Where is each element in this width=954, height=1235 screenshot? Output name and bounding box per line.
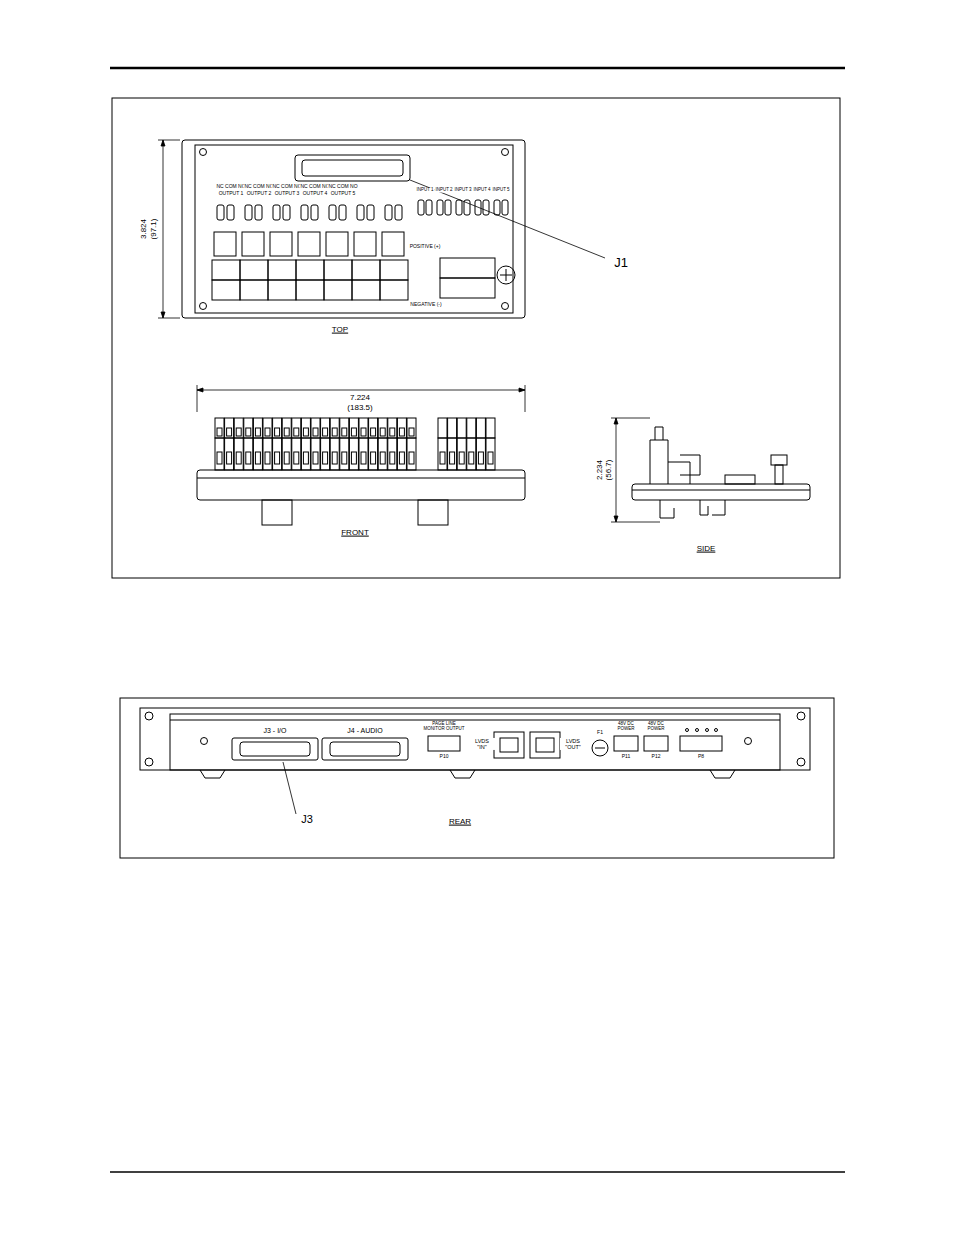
output-label: OUTPUT 4 (302, 191, 329, 197)
connector-label: P10 (439, 754, 450, 760)
output-label: OUTPUT 3 (274, 191, 301, 197)
dimension-text: 7.224 (349, 394, 371, 403)
dimension-text: (56.7) (605, 459, 614, 482)
fuse-label: F1 (596, 730, 604, 736)
connector-label: P8 (697, 754, 705, 760)
terminal-label: NC COM NO (327, 184, 358, 190)
connector-label: 48V DC POWER (612, 722, 640, 732)
leader-line (283, 762, 296, 814)
terminal-label: NC COM NO (299, 184, 330, 190)
dimension-text: 3.824 (140, 218, 149, 240)
input-label: INPUT 1 (415, 188, 434, 193)
figure-frame (120, 698, 834, 858)
board-top-view (182, 140, 525, 318)
output-label: OUTPUT 1 (218, 191, 245, 197)
input-label: INPUT 4 (472, 188, 491, 193)
view-title: FRONT (340, 529, 370, 538)
polarity-label: POSITIVE (+) (409, 244, 442, 250)
board-side-view (632, 427, 810, 518)
connector-label: P12 (651, 754, 662, 760)
connector-label: J4 - AUDIO (346, 727, 383, 735)
input-label: INPUT 3 (453, 188, 472, 193)
polarity-label: NEGATIVE (-) (409, 302, 442, 308)
dimension-line (611, 418, 660, 522)
dimension-line (158, 140, 180, 318)
dimension-line (197, 385, 525, 412)
view-title: SIDE (696, 545, 717, 554)
connector-label: 48V DC POWER (642, 722, 670, 732)
connector-label: P11 (621, 754, 632, 760)
figure-frame (112, 98, 840, 578)
view-title: REAR (448, 818, 472, 827)
input-label: INPUT 2 (434, 188, 453, 193)
callout-label: J3 (300, 813, 314, 825)
footer-rule (110, 1171, 845, 1173)
terminal-label: NC COM NO (243, 184, 274, 190)
terminal-label: NC COM NO (271, 184, 302, 190)
board-front-view (197, 418, 525, 525)
output-label: OUTPUT 5 (330, 191, 357, 197)
connector-label: J3 - I/O (263, 727, 288, 735)
connector-label: PAGE LINE MONITOR OUTPUT (421, 722, 467, 732)
terminal-label: NC COM NO (215, 184, 246, 190)
dimension-text: (183.5) (346, 404, 373, 413)
dimension-text: (97.1) (150, 218, 159, 241)
rack-rear-panel (140, 708, 810, 778)
connector-label: LVDS "OUT" (560, 738, 586, 750)
output-label: OUTPUT 2 (246, 191, 273, 197)
callout-label: J1 (613, 256, 629, 270)
connector-label: LVDS "IN" (469, 738, 495, 750)
dimension-text: 2.234 (596, 459, 605, 481)
view-title: TOP (331, 326, 349, 335)
input-label: INPUT 5 (491, 188, 510, 193)
header-rule (110, 67, 845, 70)
